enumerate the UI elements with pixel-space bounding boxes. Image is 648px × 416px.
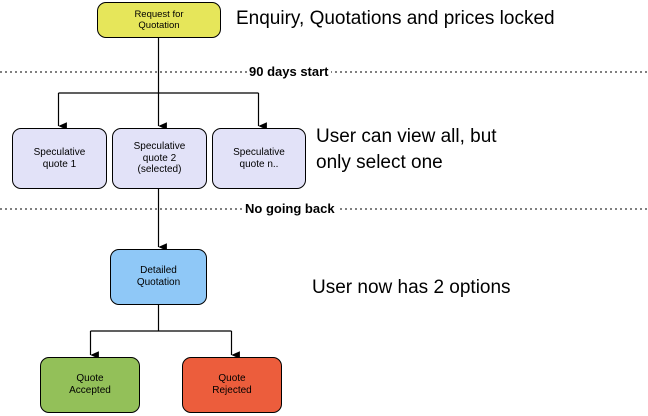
node-quote-rejected[interactable]: Quote Rejected: [182, 357, 282, 413]
node-speculative-quote-1-label: Speculative quote 1: [33, 146, 86, 170]
node-detailed-quotation[interactable]: Detailed Quotation: [110, 249, 207, 305]
node-request-for-quotation-label: Request for Quotation: [134, 8, 184, 31]
node-quote-accepted-label: Quote Accepted: [69, 373, 111, 396]
node-quote-rejected-label: Quote Rejected: [212, 373, 252, 396]
annotation-enquiry-locked: Enquiry, Quotations and prices locked: [236, 8, 555, 29]
node-request-for-quotation[interactable]: Request for Quotation: [97, 2, 221, 38]
node-speculative-quote-2-label: Speculative quote 2 (selected): [133, 140, 186, 176]
node-speculative-quote-n-label: Speculative quote n..: [233, 146, 285, 170]
node-speculative-quote-1[interactable]: Speculative quote 1: [12, 128, 107, 189]
node-detailed-quotation-label: Detailed Quotation: [136, 265, 181, 288]
node-quote-accepted[interactable]: Quote Accepted: [40, 357, 140, 413]
divider-label-90-days-start: 90 days start: [247, 64, 331, 79]
node-speculative-quote-2[interactable]: Speculative quote 2 (selected): [112, 128, 207, 189]
node-speculative-quote-n[interactable]: Speculative quote n..: [212, 128, 306, 189]
annotation-two-options: User now has 2 options: [312, 277, 511, 298]
annotation-view-all-select-one: User can view all, but only select one: [316, 126, 497, 173]
divider-label-no-going-back: No going back: [243, 201, 337, 216]
